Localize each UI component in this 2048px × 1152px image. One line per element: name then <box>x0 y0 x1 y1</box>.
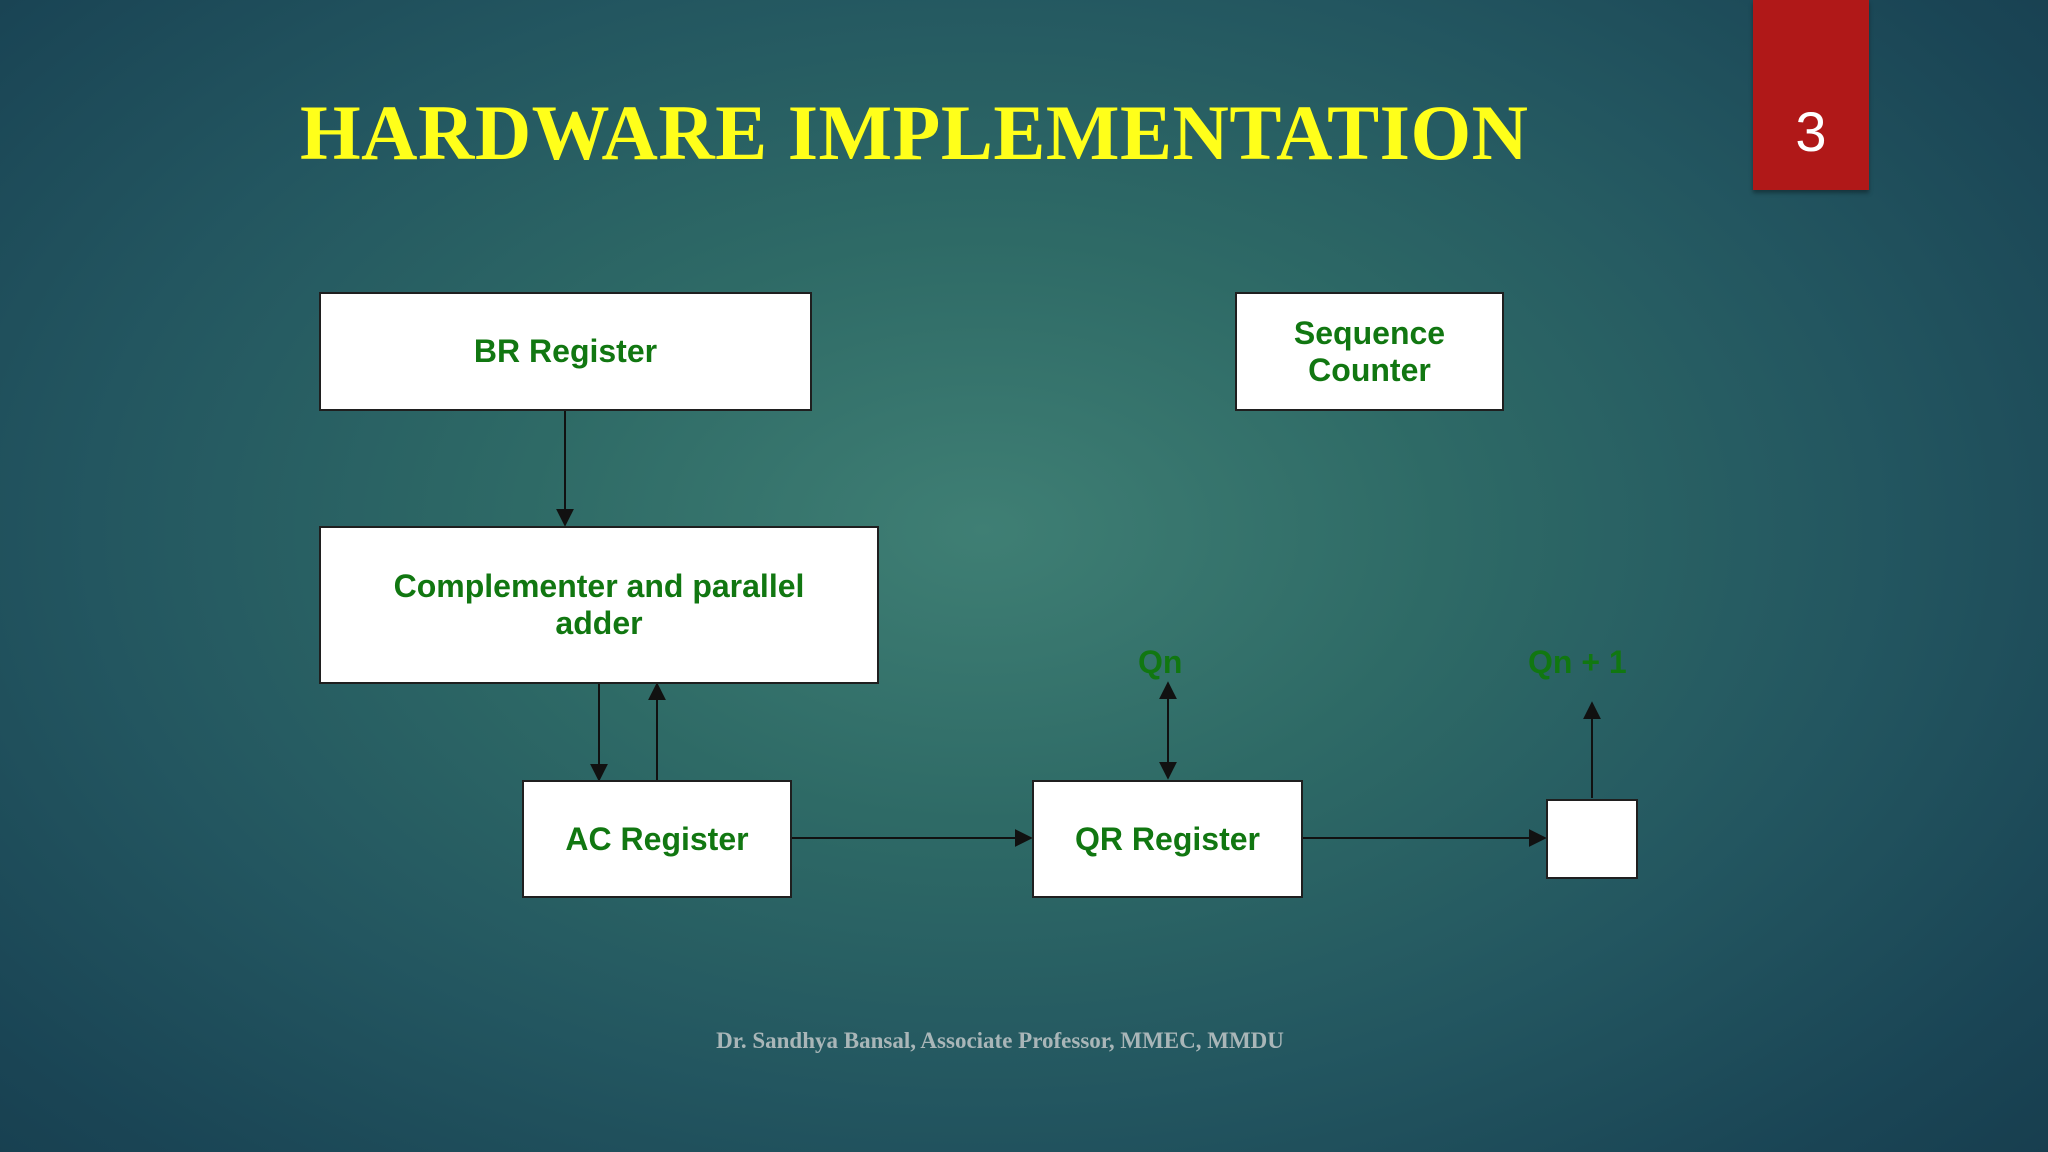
complementer-adder-block: Complementer and parallel adder <box>319 526 879 684</box>
sequence-counter-label: Sequence Counter <box>1293 314 1446 388</box>
complementer-adder-label: Complementer and parallel adder <box>393 568 805 641</box>
sequence-counter-block: Sequence Counter <box>1235 292 1504 411</box>
qn-plus-1-signal-label: Qn + 1 <box>1528 644 1627 680</box>
qn1-flipflop-block <box>1546 799 1638 879</box>
page-number: 3 <box>1795 100 1827 163</box>
qr-register-block: QR Register <box>1032 780 1303 898</box>
qn-signal-label: Qn <box>1138 644 1183 680</box>
slide-title: HARDWARE IMPLEMENTATION <box>300 89 1529 176</box>
ac-register-block: AC Register <box>522 780 792 898</box>
slide-footer: Dr. Sandhya Bansal, Associate Professor,… <box>716 1028 1284 1053</box>
page-number-tab: 3 <box>1753 0 1869 190</box>
ac-register-label: AC Register <box>565 820 749 857</box>
br-register-label: BR Register <box>473 333 658 369</box>
br-register-block: BR Register <box>319 292 812 411</box>
qr-register-label: QR Register <box>1075 820 1260 857</box>
